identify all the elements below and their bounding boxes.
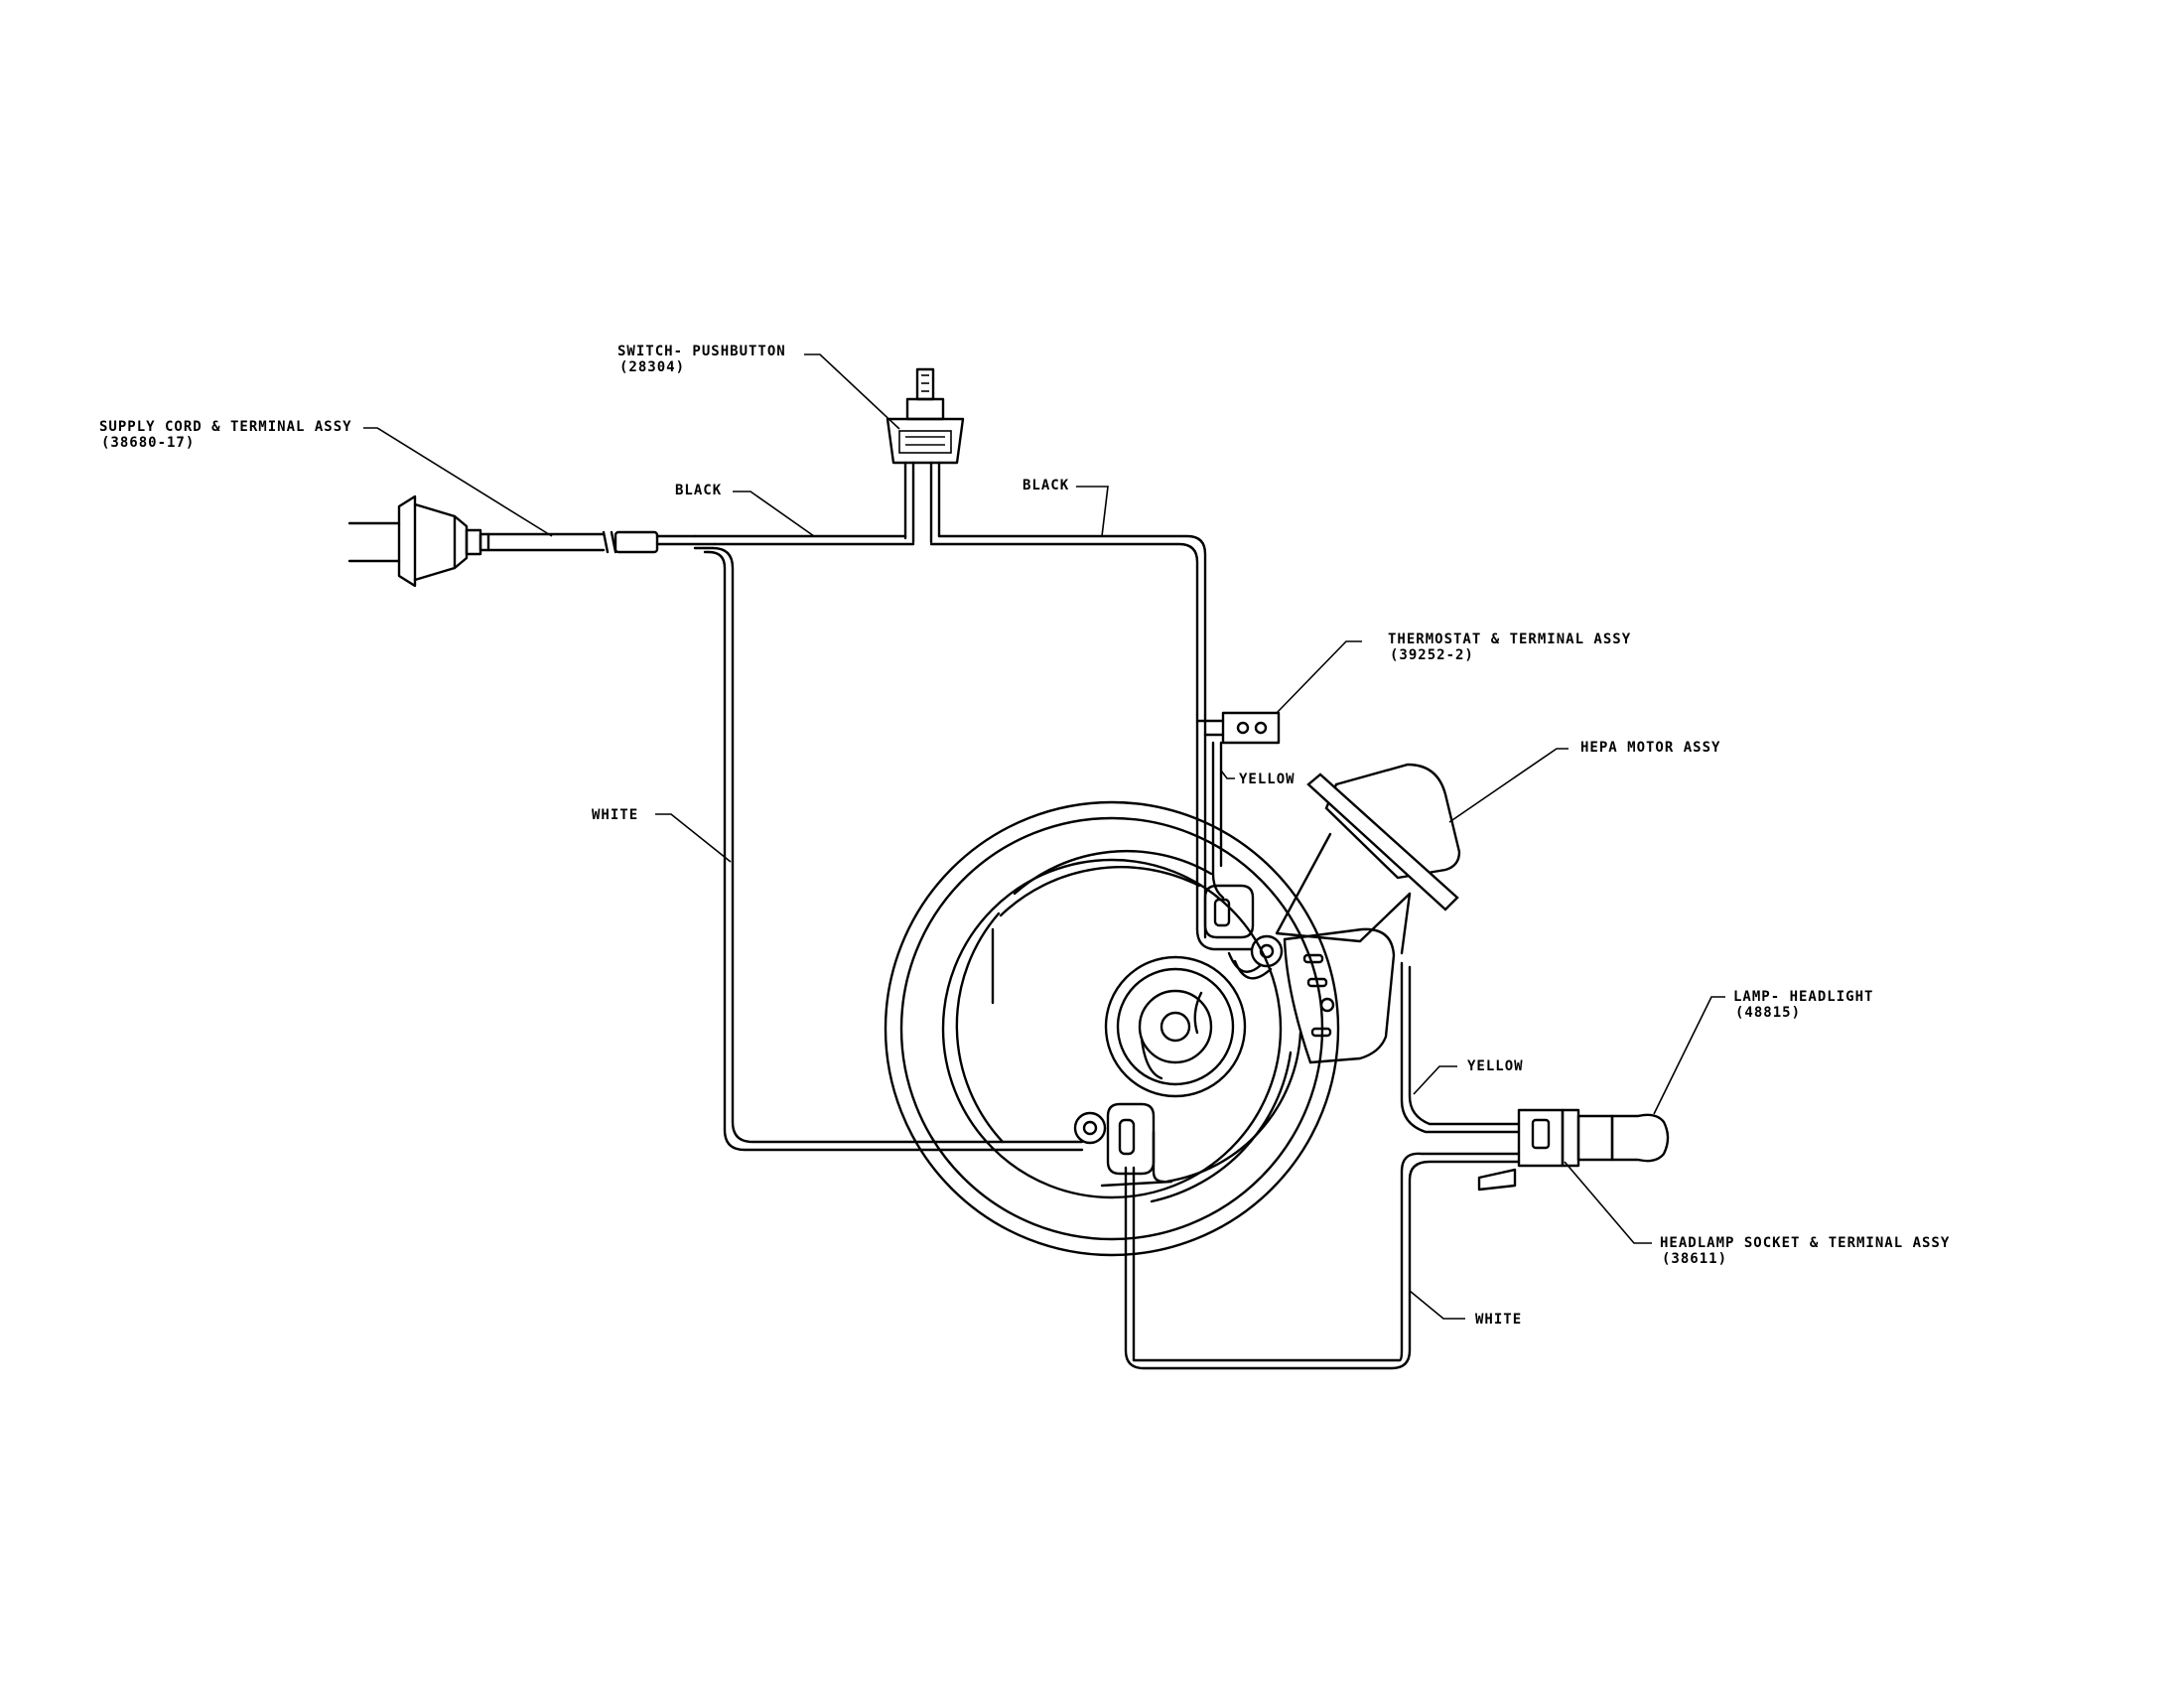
lamp-part-number: (48815) bbox=[1735, 1005, 1801, 1021]
motor-hub bbox=[1104, 955, 1247, 1098]
white-wire-left bbox=[693, 546, 1084, 1152]
headlamp-socket-label: HEADLAMP SOCKET & TERMINAL ASSY bbox=[1660, 1235, 1950, 1251]
lamp-label: LAMP- HEADLIGHT bbox=[1733, 989, 1873, 1005]
callout-switch: SWITCH- PUSHBUTTON (28304) bbox=[617, 344, 786, 375]
switch-label: SWITCH- PUSHBUTTON bbox=[617, 344, 786, 359]
motor-terminal-bottom bbox=[1073, 1102, 1165, 1184]
supply-cord bbox=[486, 530, 717, 554]
pushbutton-switch bbox=[886, 367, 965, 544]
black-wire-left bbox=[693, 534, 915, 546]
hepa-motor-label: HEPA MOTOR ASSY bbox=[1580, 740, 1720, 756]
callout-thermostat: THERMOSTAT & TERMINAL ASSY (39252-2) bbox=[1388, 632, 1631, 663]
yellow-wire-top bbox=[1211, 741, 1225, 900]
black-wire-left-label: BLACK bbox=[675, 483, 722, 498]
callout-supply-cord: SUPPLY CORD & TERMINAL ASSY (38680-17) bbox=[99, 419, 352, 451]
white-wire-bottom-label: WHITE bbox=[1475, 1312, 1522, 1328]
hepa-motor bbox=[1275, 763, 1461, 955]
white-wire-left-label: WHITE bbox=[592, 807, 638, 823]
thermostat-label: THERMOSTAT & TERMINAL ASSY bbox=[1388, 632, 1631, 647]
yellow-wire-right bbox=[1400, 961, 1521, 1134]
callout-lamp: LAMP- HEADLIGHT (48815) bbox=[1733, 989, 1873, 1021]
white-wire-bottom bbox=[1124, 1152, 1521, 1370]
thermostat-part-number: (39252-2) bbox=[1390, 647, 1474, 663]
callout-headlamp-socket: HEADLAMP SOCKET & TERMINAL ASSY (38611) bbox=[1660, 1235, 1950, 1267]
black-wire-right bbox=[929, 534, 1207, 717]
switch-part-number: (28304) bbox=[619, 359, 685, 375]
headlamp-socket bbox=[1477, 1108, 1614, 1192]
motor-terminal-top bbox=[1195, 713, 1284, 980]
motor-housing bbox=[884, 800, 1340, 1257]
leader-lines bbox=[363, 353, 1725, 1320]
black-wire-right-label: BLACK bbox=[1023, 478, 1069, 493]
supply-cord-part-number: (38680-17) bbox=[101, 435, 195, 451]
headlight-lamp bbox=[1610, 1113, 1670, 1163]
motor-bracket bbox=[1283, 927, 1396, 1064]
plug bbox=[347, 494, 490, 588]
headlamp-socket-part-number: (38611) bbox=[1662, 1251, 1727, 1267]
thermostat bbox=[1195, 711, 1281, 745]
yellow-wire-top-label: YELLOW bbox=[1239, 772, 1296, 787]
yellow-wire-right-label: YELLOW bbox=[1467, 1058, 1524, 1074]
supply-cord-label: SUPPLY CORD & TERMINAL ASSY bbox=[99, 419, 352, 435]
